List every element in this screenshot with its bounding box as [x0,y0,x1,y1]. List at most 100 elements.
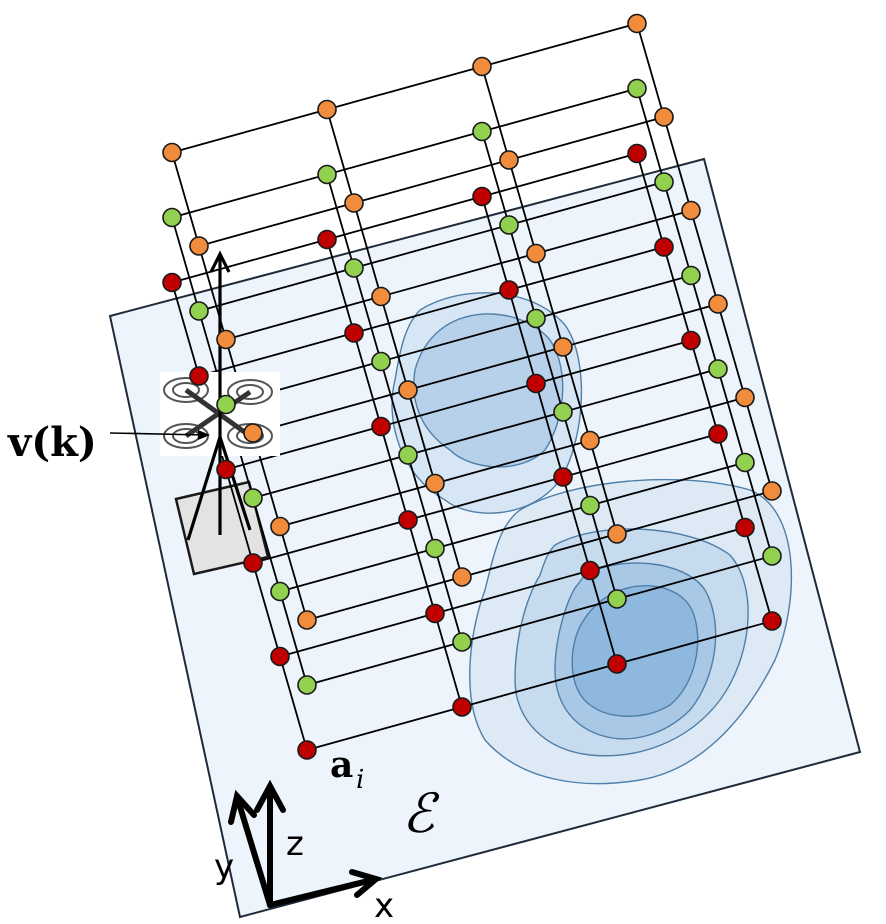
lattice-node-green [654,172,674,192]
lattice-row-line [252,303,719,434]
lattice-row-line [225,274,692,406]
lattice-node-red [708,424,728,444]
anchor-label: a i [330,744,364,795]
lattice-node-green [189,301,209,321]
lattice-node-red [371,416,391,437]
viewpoint-label: v(k) [7,419,97,466]
axis-y-label: y [214,847,234,887]
lattice-row-line [225,209,692,341]
lattice-node-green [627,78,647,99]
lattice-node-green [708,359,728,379]
lattice-node-green [735,452,755,473]
lattice-row-line [198,116,665,247]
lattice-node-red [162,272,182,293]
lattice-node-red [654,237,674,257]
lattice-node-green [580,495,600,516]
lattice-node-red [270,646,290,667]
lattice-row-line [306,490,773,621]
density-region-upper [391,292,583,514]
lattice-node-green [344,258,364,278]
lattice-column-line [326,174,463,643]
lattice-node-orange [270,516,290,537]
lattice-node-orange [162,142,182,163]
lattice-node-orange [344,193,364,213]
lattice-node-green [216,394,236,415]
lattice-node-red [580,560,600,581]
svg-text:a: a [330,744,353,786]
lattice-row-line [279,461,746,593]
lattice-node-green [371,351,391,372]
environment-label: ℰ [402,782,440,845]
lattice-node-red [681,330,701,351]
lattice-node-orange [371,286,391,307]
viewpoint-pointer [109,430,210,440]
lattice-node-red [607,654,627,674]
lattice-node-orange [708,294,728,314]
lattice-row-line [171,152,638,284]
lattice-row-line [171,22,638,154]
lattice-node-orange [452,567,472,587]
lattice-node-orange [243,423,263,443]
lattice-node-green [607,589,627,609]
lattice-node-green [270,581,290,602]
lattice-row-line [306,620,773,751]
lattice-node-orange [216,329,236,350]
lattice-column-line [481,131,618,600]
svg-text:i: i [356,765,364,795]
lattice-row-line [306,555,773,686]
lattice-node-orange [762,481,782,501]
lattice-row-line [225,339,692,471]
lattice-node-green [317,164,337,185]
lattice-node-orange [472,56,492,77]
lattice-row-line [198,181,665,312]
lattice-node-red [317,229,337,250]
lattice-nodes [162,13,782,760]
lattice-column-line [636,153,773,622]
lattice-node-orange [499,150,519,170]
lattice-node-green [425,538,445,559]
lattice-column-line [481,66,618,535]
lattice-node-red [189,366,209,386]
lattice-column-line [326,239,463,708]
lattice-column-line [171,282,308,751]
lattice-node-orange [317,99,337,120]
lattice-node-red [762,611,782,631]
lattice-node-green [553,402,573,422]
lattice-row-line [252,368,719,499]
lattice-row-line [171,87,638,219]
coordinate-axes [228,779,383,908]
lattice-column-line [636,88,773,557]
lattice-node-orange [580,430,600,451]
lattice-node-green [398,445,418,465]
lattice-node-orange [297,610,317,630]
lattice-node-red [297,740,317,760]
lattice-node-green [499,215,519,235]
lattice-node-green [762,546,782,566]
lattice-node-orange [553,337,573,357]
lattice-row-line [279,396,746,528]
lattice-node-green [243,488,263,508]
lattice-column-line [481,196,618,665]
lattice-node-orange [425,473,445,494]
lattice-node-green [452,632,472,652]
lattice-node-green [162,207,182,228]
lattice-node-green [297,675,317,695]
lattice-node-red [627,143,647,164]
axis-x-label: x [374,886,394,924]
lattice-row-line [198,246,665,377]
lattice-node-red [499,280,519,300]
lattice-node-orange [526,243,546,264]
lattice-node-orange [627,13,647,34]
lattice-node-red [735,517,755,538]
lattice-node-red [216,459,236,480]
lattice-node-orange [681,200,701,221]
lattice-node-red [553,467,573,487]
lattice-row-line [279,526,746,658]
lattice-node-red [398,510,418,530]
axis-z-label: z [286,824,304,864]
lattice-node-red [452,697,472,717]
lattice-node-red [472,186,492,207]
lattice-node-red [243,553,263,573]
lattice-node-orange [189,236,209,256]
